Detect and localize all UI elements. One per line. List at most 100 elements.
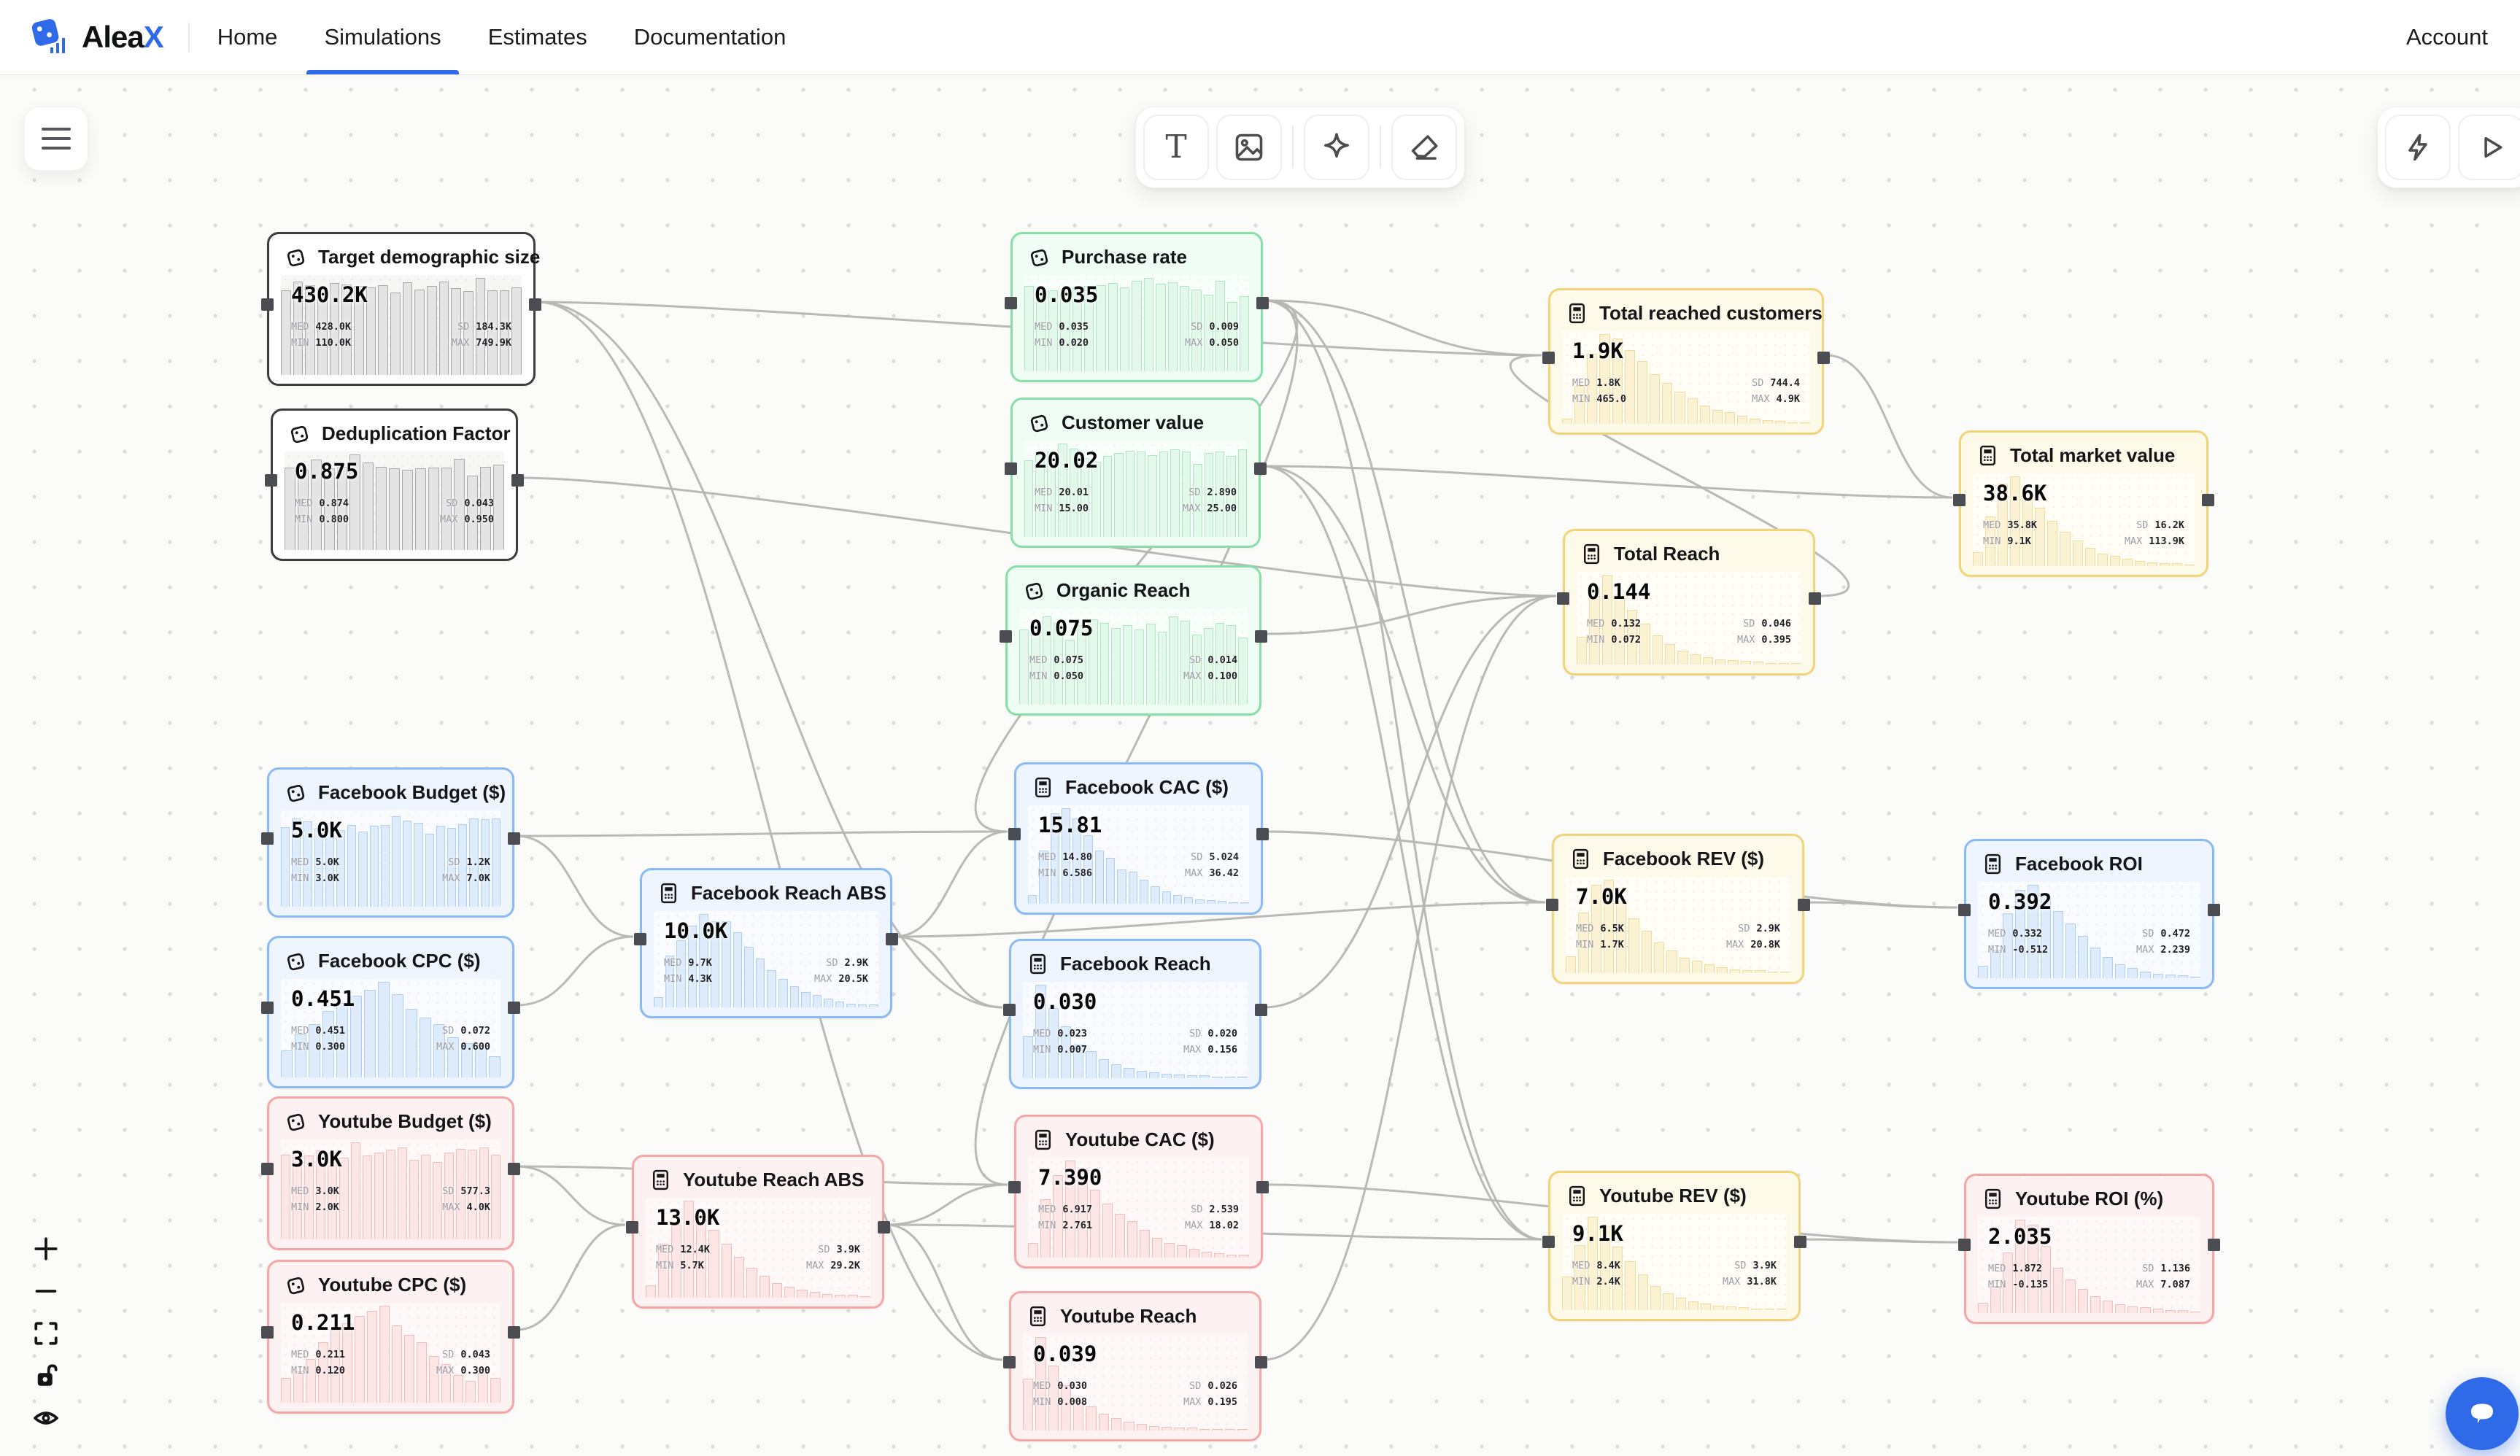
node-header[interactable]: Youtube REV ($)	[1565, 1184, 1790, 1208]
image-tool-button[interactable]	[1216, 115, 1282, 180]
input-port[interactable]	[1958, 904, 1971, 916]
output-port[interactable]	[529, 298, 541, 311]
node-header[interactable]: Total market value	[1976, 444, 2198, 468]
input-port[interactable]	[1000, 630, 1012, 643]
brand-logo[interactable]: AleaX	[28, 16, 164, 58]
input-port[interactable]	[1003, 1356, 1016, 1368]
output-port[interactable]	[511, 474, 524, 487]
node-header[interactable]: Facebook Budget ($)	[284, 781, 506, 805]
node-header[interactable]: Purchase rate	[1027, 245, 1252, 269]
nav-link-home[interactable]: Home	[217, 24, 278, 50]
output-port[interactable]	[2208, 1239, 2220, 1251]
input-port[interactable]	[261, 1326, 274, 1339]
input-port[interactable]	[634, 933, 646, 945]
input-port[interactable]	[1008, 1181, 1021, 1193]
play-button[interactable]	[2458, 115, 2520, 180]
node-header[interactable]: Facebook ROI	[1981, 852, 2203, 876]
node-header[interactable]: Facebook Reach	[1026, 952, 1251, 976]
output-port[interactable]	[1794, 1236, 1806, 1248]
chat-widget-button[interactable]	[2446, 1377, 2519, 1450]
input-port[interactable]	[1542, 1236, 1555, 1248]
input-port[interactable]	[261, 832, 274, 845]
visibility-button[interactable]	[25, 1403, 67, 1433]
nav-link-documentation[interactable]: Documentation	[633, 24, 786, 50]
output-port[interactable]	[508, 1163, 520, 1175]
input-port[interactable]	[1958, 1239, 1971, 1251]
sparkle-tool-button[interactable]	[1304, 115, 1369, 180]
node-header[interactable]: Facebook Reach ABS	[657, 881, 886, 905]
input-port[interactable]	[261, 1163, 274, 1175]
account-link[interactable]: Account	[2405, 24, 2488, 50]
output-port[interactable]	[1798, 899, 1810, 911]
input-port[interactable]	[1005, 297, 1017, 309]
input-port[interactable]	[1557, 592, 1569, 605]
node-header[interactable]: Target demographic size	[284, 245, 540, 269]
lock-button[interactable]	[25, 1361, 67, 1390]
output-port[interactable]	[1817, 352, 1830, 364]
output-port[interactable]	[2202, 494, 2214, 506]
output-port[interactable]	[886, 933, 898, 945]
output-port[interactable]	[1255, 630, 1267, 643]
node-header[interactable]: Facebook CAC ($)	[1031, 775, 1252, 799]
output-port[interactable]	[1256, 1181, 1269, 1193]
zoom-out-button[interactable]	[25, 1277, 67, 1306]
input-port[interactable]	[626, 1221, 638, 1234]
text-tool-button[interactable]: T	[1143, 115, 1209, 180]
output-port[interactable]	[508, 1002, 520, 1014]
output-port[interactable]	[878, 1221, 890, 1234]
input-port[interactable]	[1953, 494, 1966, 506]
node-header[interactable]: Facebook REV ($)	[1569, 847, 1793, 871]
output-port[interactable]	[1256, 297, 1269, 309]
node-header[interactable]: Youtube CPC ($)	[284, 1273, 503, 1297]
output-port[interactable]	[1256, 828, 1269, 840]
input-port[interactable]	[1003, 1004, 1016, 1016]
eraser-tool-button[interactable]	[1391, 115, 1457, 180]
node-header[interactable]: Deduplication Factor	[287, 422, 511, 446]
output-port[interactable]	[508, 1326, 520, 1339]
input-port[interactable]	[1005, 462, 1017, 475]
node-header[interactable]: Customer value	[1027, 411, 1250, 435]
fit-view-button[interactable]	[25, 1319, 67, 1348]
output-port[interactable]	[1255, 1356, 1267, 1368]
flash-run-button[interactable]	[2385, 115, 2451, 180]
output-port[interactable]	[1254, 462, 1267, 475]
node-header[interactable]: Youtube Reach	[1026, 1304, 1251, 1328]
node-header[interactable]: Organic Reach	[1022, 578, 1251, 603]
output-port[interactable]	[1255, 1004, 1267, 1016]
node-header[interactable]: Youtube ROI (%)	[1981, 1187, 2203, 1211]
input-port[interactable]	[265, 474, 277, 487]
input-port[interactable]	[1542, 352, 1555, 364]
zoom-in-button[interactable]	[25, 1234, 67, 1263]
nav-link-simulations[interactable]: Simulations	[306, 0, 459, 74]
node-header[interactable]: Facebook CPC ($)	[284, 949, 503, 973]
input-port[interactable]	[1546, 899, 1558, 911]
node-header[interactable]: Total reached customers	[1565, 301, 1823, 325]
output-port[interactable]	[508, 832, 520, 845]
node-header[interactable]: Youtube Budget ($)	[284, 1110, 503, 1134]
nav-link-estimates[interactable]: Estimates	[487, 24, 587, 50]
node-header[interactable]: Total Reach	[1580, 542, 1804, 566]
node-header[interactable]: Youtube CAC ($)	[1031, 1128, 1252, 1152]
input-port[interactable]	[261, 298, 274, 311]
input-port[interactable]	[261, 1002, 274, 1014]
output-port[interactable]	[1809, 592, 1821, 605]
